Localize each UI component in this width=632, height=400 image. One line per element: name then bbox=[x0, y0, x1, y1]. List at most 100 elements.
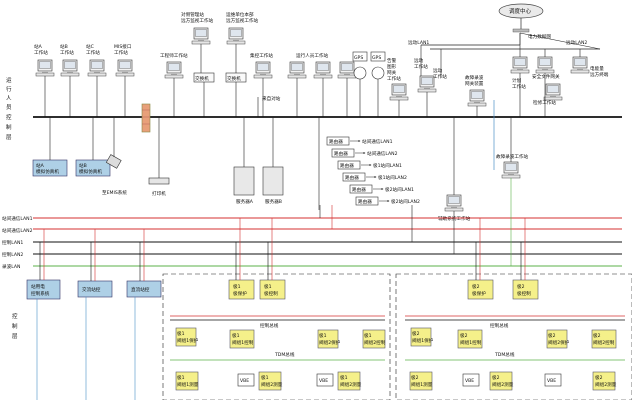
svg-text:阀组1控制: 阀组1控制 bbox=[460, 339, 482, 346]
svg-text:GPS: GPS bbox=[354, 55, 363, 61]
pole-protection-boxes: 极1 极保护 极1 极控制 极2 极保护 极2 极控制 bbox=[228, 279, 539, 300]
svg-text:极2站间LAN1: 极2站间LAN1 bbox=[385, 186, 414, 193]
svg-text:交换机: 交换机 bbox=[227, 75, 241, 82]
svg-text:故障录波工作站: 故障录波工作站 bbox=[496, 153, 529, 160]
svg-text:极2: 极2 bbox=[593, 332, 601, 339]
svg-text:路由器: 路由器 bbox=[329, 138, 343, 145]
svg-text:路由器: 路由器 bbox=[340, 162, 354, 169]
svg-text:告警: 告警 bbox=[387, 57, 397, 64]
svg-text:TDM总线: TDM总线 bbox=[274, 351, 295, 358]
aux-workstations: 辅助系统工作站 故障录波工作站 bbox=[438, 100, 529, 222]
svg-text:工作站: 工作站 bbox=[512, 83, 526, 90]
lan-label-record: 录波LAN bbox=[2, 263, 20, 270]
svg-text:路由器: 路由器 bbox=[334, 150, 348, 157]
remote-lan1-label: 远动LAN1 bbox=[408, 39, 429, 46]
svg-text:远方监视工作站: 远方监视工作站 bbox=[226, 17, 259, 24]
svg-text:来自对站: 来自对站 bbox=[262, 95, 281, 102]
routers: 路由器 站间通信LAN1 路由器 站间通信LAN2 路由器 极1站间LAN1 路… bbox=[318, 117, 420, 210]
gps-group: GPS GPS 告警 图形 网关 工作站 bbox=[352, 51, 409, 117]
station-layer-label: 运 行 人 员 控 制 层 bbox=[6, 76, 12, 141]
svg-text:极2: 极2 bbox=[548, 332, 556, 339]
lan-label-station2: 站间通信LAN2 bbox=[2, 227, 33, 234]
svg-text:制: 制 bbox=[6, 123, 12, 131]
svg-text:VBE: VBE bbox=[319, 378, 328, 384]
svg-text:远动: 远动 bbox=[433, 67, 443, 74]
firewall-icon bbox=[141, 103, 151, 133]
svg-text:极2: 极2 bbox=[595, 374, 603, 381]
control-boxes-left: 站用电 控制系统 交流站控 直流站控 bbox=[26, 279, 162, 300]
svg-text:运行人员工作站: 运行人员工作站 bbox=[296, 52, 329, 59]
svg-text:极保护: 极保护 bbox=[233, 290, 247, 297]
svg-text:极1: 极1 bbox=[232, 332, 240, 339]
svg-text:站用电: 站用电 bbox=[31, 283, 45, 290]
svg-text:打印机: 打印机 bbox=[152, 190, 166, 197]
svg-text:调度中心: 调度中心 bbox=[509, 7, 532, 15]
valve-groups-pole2: 极2 阀组1保护 极2 阀组1控制 极2 阀组2保护 极2 阀组2控制 控制总线… bbox=[409, 322, 617, 391]
svg-text:工作站: 工作站 bbox=[86, 49, 100, 56]
svg-text:直流站控: 直流站控 bbox=[131, 286, 150, 293]
svg-text:至EMIS系统: 至EMIS系统 bbox=[102, 189, 127, 196]
svg-text:工作站: 工作站 bbox=[114, 49, 128, 56]
svg-text:极1: 极1 bbox=[233, 283, 241, 290]
svg-text:远动: 远动 bbox=[414, 57, 424, 64]
svg-text:检修工作站: 检修工作站 bbox=[533, 99, 556, 106]
power-network-label: 电力数据网 bbox=[528, 33, 551, 40]
dispatch-center: 调度中心 bbox=[498, 3, 544, 33]
svg-text:图形: 图形 bbox=[387, 63, 397, 70]
svg-text:极2: 极2 bbox=[411, 374, 419, 381]
svg-text:站C: 站C bbox=[86, 43, 94, 50]
svg-text:控制系统: 控制系统 bbox=[31, 290, 50, 297]
svg-text:控: 控 bbox=[12, 312, 18, 320]
svg-text:站B: 站B bbox=[79, 162, 87, 169]
svg-text:极1: 极1 bbox=[364, 332, 372, 339]
svg-text:VBE: VBE bbox=[465, 378, 474, 384]
svg-text:网关装置: 网关装置 bbox=[465, 80, 484, 87]
svg-text:阀组1保护: 阀组1保护 bbox=[412, 337, 434, 344]
svg-text:制: 制 bbox=[12, 322, 18, 330]
svg-text:阀组2保护: 阀组2保护 bbox=[319, 339, 341, 346]
svg-text:极控制: 极控制 bbox=[264, 290, 278, 297]
lan-label-control2: 控制LAN2 bbox=[2, 251, 23, 258]
svg-text:安全文件网关: 安全文件网关 bbox=[532, 73, 560, 80]
svg-text:极1: 极1 bbox=[261, 374, 269, 381]
svg-text:人: 人 bbox=[6, 95, 12, 102]
svg-text:VBE: VBE bbox=[547, 378, 556, 384]
svg-text:层: 层 bbox=[12, 333, 18, 340]
svg-text:运维单位本部: 运维单位本部 bbox=[226, 11, 254, 18]
svg-text:VBE: VBE bbox=[240, 378, 249, 384]
svg-text:远方监视工作站: 远方监视工作站 bbox=[181, 17, 214, 24]
svg-text:交换机: 交换机 bbox=[195, 75, 209, 82]
valve-groups-pole1: 极1 阀组1保护 极1 阀组1控制 极1 阀组2保护 极1 阀组2控制 控制总线… bbox=[175, 322, 386, 391]
svg-text:极2: 极2 bbox=[460, 332, 468, 339]
svg-text:阀组2保护: 阀组2保护 bbox=[548, 339, 570, 346]
svg-text:阀组1测量: 阀组1测量 bbox=[177, 381, 199, 388]
svg-text:层: 层 bbox=[6, 134, 12, 141]
svg-text:极2: 极2 bbox=[412, 330, 420, 337]
lan-label-control1: 控制LAN1 bbox=[2, 239, 23, 246]
svg-text:站A: 站A bbox=[34, 43, 43, 50]
svg-text:模拟仿真机: 模拟仿真机 bbox=[36, 168, 59, 175]
svg-text:网关: 网关 bbox=[387, 69, 397, 76]
remote-workstations: 远动 工作站 远动 工作站 故障录波 网关装置 bbox=[414, 45, 487, 117]
svg-text:阀组2测量: 阀组2测量 bbox=[595, 381, 617, 388]
svg-text:极1站间LAN2: 极1站间LAN2 bbox=[378, 174, 407, 181]
svg-text:阀组2测量: 阀组2测量 bbox=[340, 381, 362, 388]
svg-text:GPS: GPS bbox=[372, 55, 381, 61]
svg-text:站间通信LAN1: 站间通信LAN1 bbox=[362, 138, 393, 145]
svg-text:路由器: 路由器 bbox=[358, 198, 372, 205]
svg-text:阀组1控制: 阀组1控制 bbox=[232, 339, 254, 346]
svg-text:行: 行 bbox=[6, 85, 12, 93]
lan-drops bbox=[36, 178, 526, 400]
svg-text:极保护: 极保护 bbox=[472, 290, 486, 297]
svg-text:阀组1测量: 阀组1测量 bbox=[411, 381, 433, 388]
control-buses bbox=[170, 315, 625, 361]
svg-text:路由器: 路由器 bbox=[345, 174, 359, 181]
operator-workstations: 运行人员工作站 bbox=[287, 52, 357, 117]
svg-text:阀组1保护: 阀组1保护 bbox=[177, 337, 199, 344]
servers: 服务器A 服务器B bbox=[233, 117, 284, 205]
svg-text:极2: 极2 bbox=[517, 283, 525, 290]
svg-text:服务器A: 服务器A bbox=[236, 198, 254, 205]
svg-text:阀组2测量: 阀组2测量 bbox=[261, 381, 283, 388]
svg-text:站B: 站B bbox=[60, 43, 68, 50]
